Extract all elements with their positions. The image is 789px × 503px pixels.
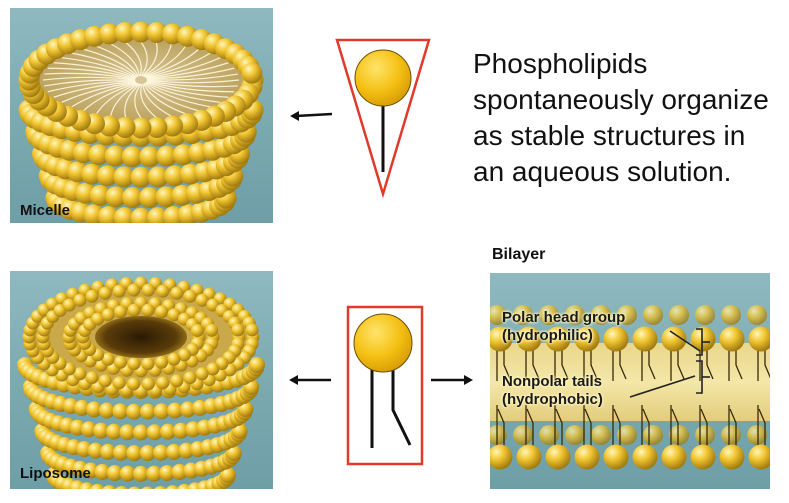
cone-outline <box>335 38 431 199</box>
lipid-tail <box>391 367 412 446</box>
single-tail-lipid-icon <box>335 38 431 199</box>
arrow-left-icon <box>290 111 333 121</box>
cylinder-outline <box>346 305 424 466</box>
description-line: an aqueous solution. <box>473 156 732 187</box>
description-line: spontaneously organize <box>473 84 769 115</box>
micelle-label: Micelle <box>20 202 71 219</box>
annotation-brackets <box>629 328 710 398</box>
lipid-head <box>354 49 412 107</box>
arrow-left-icon <box>289 375 331 385</box>
nonpolar-tail-label: Nonpolar tails (hydrophobic) <box>502 373 603 408</box>
description-line: Phospholipids <box>473 48 648 79</box>
bilayer-illustration <box>490 305 770 470</box>
description-text: Phospholipids spontaneously organize as … <box>473 46 783 190</box>
bilayer-title: Bilayer <box>492 246 546 263</box>
liposome-panel: Liposome <box>10 271 273 489</box>
description-line: as stable structures in <box>473 120 746 151</box>
liposome-label: Liposome <box>20 465 91 482</box>
polar-head-label: Polar head group (hydrophilic) <box>502 309 626 344</box>
arrow-right-icon <box>431 375 473 385</box>
micelle-illustration <box>18 21 264 223</box>
bilayer-panel: Polar head group (hydrophilic) Nonpolar … <box>490 273 770 489</box>
liposome-illustration <box>17 276 265 489</box>
lipid-head <box>353 313 413 373</box>
micelle-panel: Micelle <box>10 8 273 223</box>
double-tail-lipid-icon <box>346 305 424 466</box>
